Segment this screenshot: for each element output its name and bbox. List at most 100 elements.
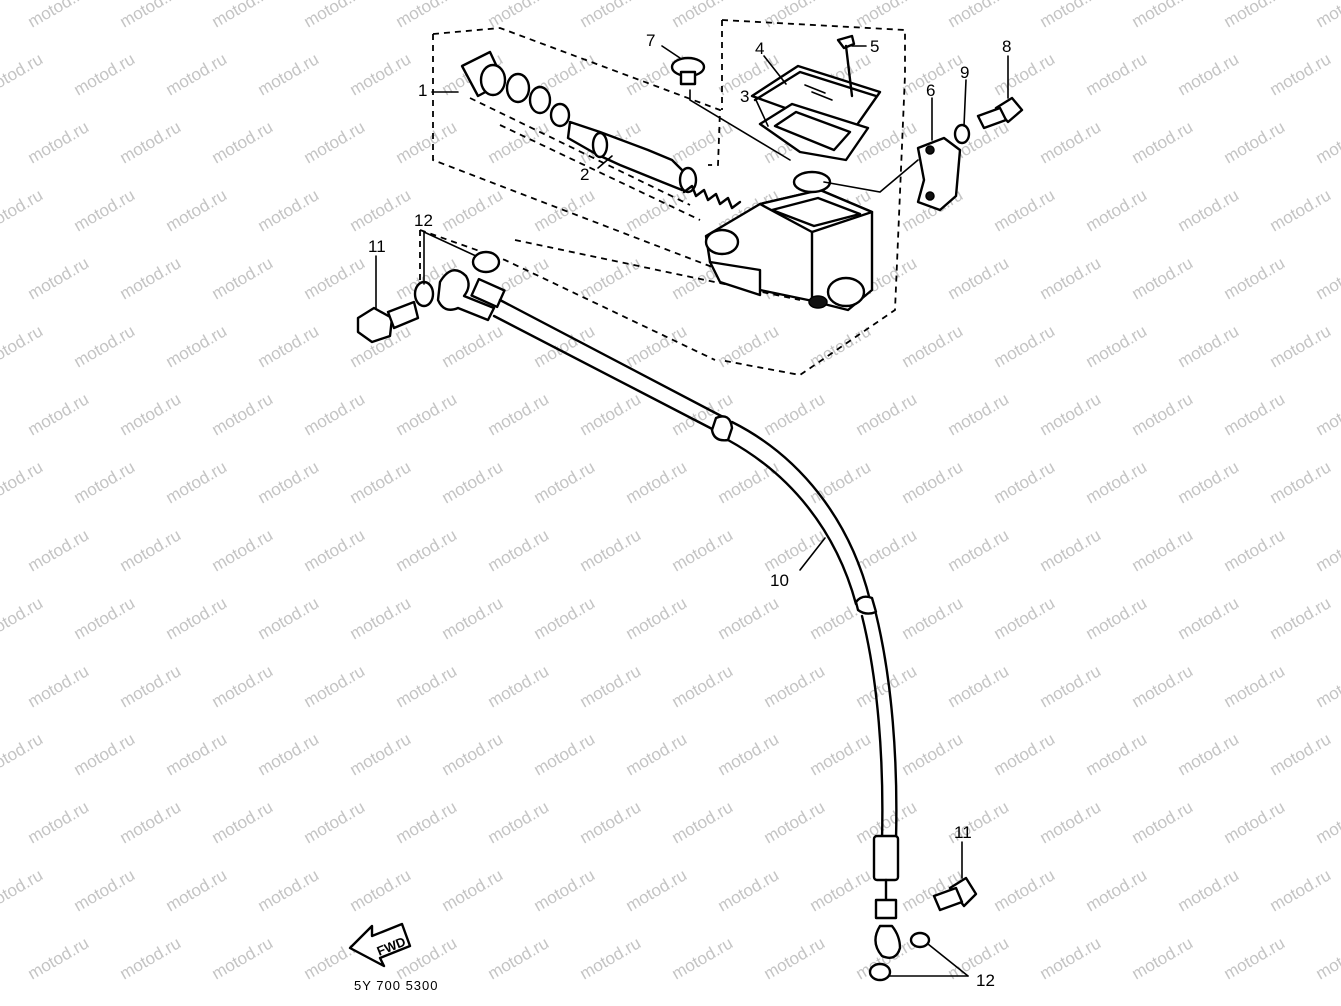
watermark-text: motod.ru (669, 0, 737, 31)
watermark-text: motod.ru (1175, 593, 1243, 643)
watermark-text: motod.ru (209, 933, 277, 983)
hose-upper-edge-b (492, 314, 720, 434)
watermark-text: motod.ru (485, 525, 553, 575)
watermark-text: motod.ru (163, 729, 231, 779)
watermark-text: motod.ru (209, 389, 277, 439)
watermark-text: motod.ru (163, 1001, 231, 1006)
watermark-text: motod.ru (945, 0, 1013, 31)
callout-3: 3 (740, 87, 749, 106)
lower-banjo-set (868, 876, 978, 982)
outlet-port (808, 295, 828, 309)
watermark-text: motod.ru (0, 185, 46, 235)
lower-washer-b (868, 962, 892, 982)
watermark-text: motod.ru (577, 797, 645, 847)
watermark-text: motod.ru (71, 321, 139, 371)
watermark-text: motod.ru (347, 1001, 415, 1006)
group-1-outline (432, 27, 721, 166)
watermark-text: motod.ru (209, 525, 277, 575)
leader-7 (661, 45, 681, 59)
upper-washer-a (413, 280, 435, 308)
holder-hole-bottom (925, 191, 935, 201)
watermark-text: motod.ru (393, 661, 461, 711)
watermark-text: motod.ru (991, 457, 1059, 507)
watermark-text: motod.ru (439, 1001, 507, 1006)
watermark-text: motod.ru (899, 729, 967, 779)
watermark-text: motod.ru (669, 117, 737, 167)
watermark-text: motod.ru (439, 321, 507, 371)
watermark-text: motod.ru (807, 729, 875, 779)
watermark-text: motod.ru (347, 593, 415, 643)
hose-cut-mark-1 (710, 415, 734, 442)
watermark-text: motod.ru (991, 729, 1059, 779)
watermark-text: motod.ru (761, 933, 829, 983)
watermark-text: motod.ru (669, 661, 737, 711)
brake-hose (492, 298, 902, 959)
watermark-text: motod.ru (577, 389, 645, 439)
holder-hole-top (925, 145, 935, 155)
fwd-arrow: FWD (348, 922, 412, 968)
watermark-text: motod.ru (945, 525, 1013, 575)
watermark-text: motod.ru (25, 933, 93, 983)
watermark-text: motod.ru (623, 865, 691, 915)
piston-collar (591, 131, 609, 159)
watermark-text: motod.ru (623, 1001, 691, 1006)
watermark-text: motod.ru (1313, 389, 1341, 439)
watermark-text: motod.ru (0, 593, 46, 643)
watermark-text: motod.ru (531, 457, 599, 507)
watermark-text: motod.ru (301, 117, 369, 167)
watermark-text: motod.ru (347, 457, 415, 507)
seal-ring-2 (549, 102, 571, 128)
reservoir-opening (770, 196, 862, 228)
upper-banjo-bolt-shank (386, 300, 420, 330)
watermark-text: motod.ru (163, 865, 231, 915)
lower-banjo-fitting (874, 924, 902, 959)
watermark-text: motod.ru (531, 729, 599, 779)
watermark-text: motod.ru (1037, 525, 1105, 575)
watermark-text: motod.ru (991, 1001, 1059, 1006)
watermark-text: motod.ru (853, 0, 921, 31)
watermark-text: motod.ru (945, 253, 1013, 303)
watermark-text: motod.ru (715, 1001, 783, 1006)
watermark-text: motod.ru (531, 865, 599, 915)
watermark-text: motod.ru (1083, 1001, 1151, 1006)
reservoir-plug (670, 56, 791, 161)
watermark-text: motod.ru (255, 457, 323, 507)
watermark-text: motod.ru (71, 729, 139, 779)
watermark-text: motod.ru (439, 593, 507, 643)
leader-lines (375, 45, 1009, 977)
guide-line-1 (469, 97, 691, 206)
watermark-text: motod.ru (255, 185, 323, 235)
watermark-text: motod.ru (163, 321, 231, 371)
watermark-text: motod.ru (117, 661, 185, 711)
watermark-text: motod.ru (255, 49, 323, 99)
watermark-text: motod.ru (853, 117, 921, 167)
watermark-text: motod.ru (761, 797, 829, 847)
watermark-text: motod.ru (1083, 593, 1151, 643)
watermark-text: motod.ru (1129, 661, 1197, 711)
boot-end (479, 63, 507, 97)
watermark-text: motod.ru (577, 933, 645, 983)
watermark-text: motod.ru (945, 661, 1013, 711)
watermark-text: motod.ru (439, 729, 507, 779)
watermark-text: motod.ru (945, 389, 1013, 439)
watermark-text: motod.ru (1267, 185, 1335, 235)
watermark-text: motod.ru (301, 253, 369, 303)
hose-lower-edge-a (874, 612, 898, 842)
watermark-text: motod.ru (899, 321, 967, 371)
fwd-arrow-icon (348, 922, 412, 968)
outlet-boss (826, 276, 866, 308)
watermark-text: motod.ru (117, 797, 185, 847)
watermark-text: motod.ru (1037, 661, 1105, 711)
watermark-text: motod.ru (1083, 49, 1151, 99)
watermark-text: motod.ru (715, 865, 783, 915)
watermark-text: motod.ru (899, 593, 967, 643)
callout-labels: 1 2 3 4 5 6 7 8 9 10 11 11 12 12 (368, 31, 1011, 990)
watermark-text: motod.ru (1221, 117, 1289, 167)
callout-1: 1 (418, 81, 427, 100)
upper-hose-ferrule (470, 277, 506, 309)
mount-boss (704, 228, 740, 256)
watermark-text: motod.ru (531, 593, 599, 643)
watermark-text: motod.ru (255, 321, 323, 371)
callout-9: 9 (960, 63, 969, 82)
